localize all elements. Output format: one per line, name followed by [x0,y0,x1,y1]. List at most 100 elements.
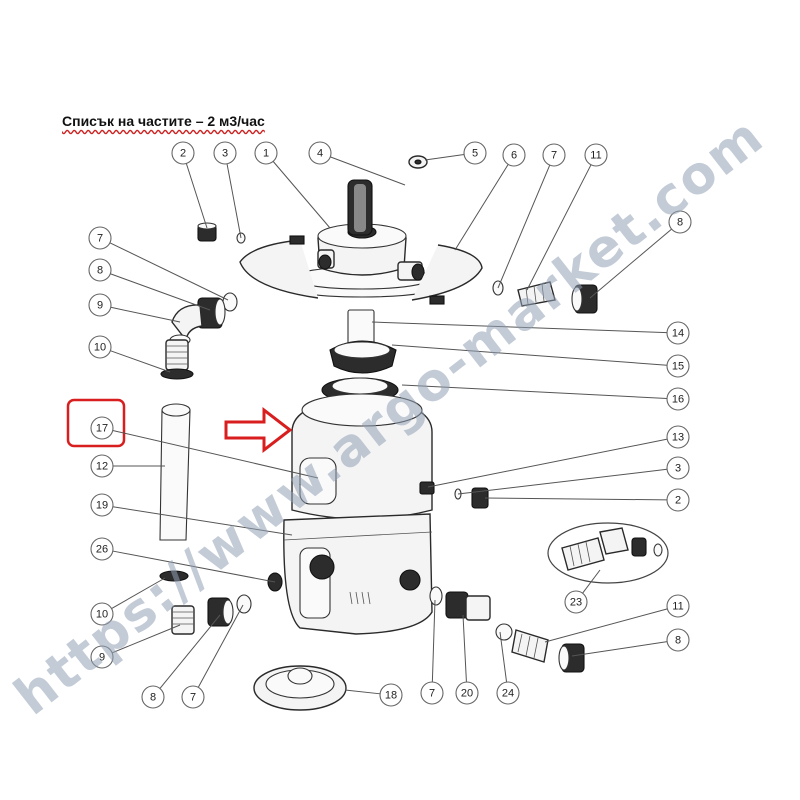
leader-line-c6 [454,164,509,251]
upper-diffuser [329,340,397,374]
callout-c7b: 7 [88,226,112,250]
callout-c3a: 3 [213,141,237,165]
leader-line-c11a [526,164,592,291]
callout-circle [308,141,332,165]
part-number: 23 [570,597,582,609]
part-number: 7 [190,692,196,704]
leader-line-c3b [457,468,668,495]
part-number: 9 [99,652,105,664]
callout-circle [666,456,690,480]
adapter-fitting [445,591,491,621]
callout-c10a: 10 [88,335,112,359]
callout-c10b: 10 [90,602,114,626]
filter-tank [291,393,433,520]
callout-circle [666,488,690,512]
callout-c8b: 8 [88,258,112,282]
leader-line-c10a [110,350,171,373]
callout-c4: 4 [308,141,332,165]
watermark-text: https://www.argo-market.com [4,106,776,727]
callout-c7d: 7 [420,681,444,705]
part-number: 18 [385,690,397,702]
callout-c12: 12 [90,454,114,478]
leader-line-c8a [589,228,672,299]
callout-c14: 14 [666,321,690,345]
callout-c15: 15 [666,354,690,378]
union-nut-lower-right [558,643,585,673]
leader-line-c7a [497,164,551,289]
part-number: 3 [675,463,681,475]
callout-circle [496,681,520,705]
callout-circle [666,321,690,345]
part-number: 4 [317,148,323,160]
callout-circle [666,628,690,652]
callout-c24: 24 [496,681,520,705]
callout-circle [171,141,195,165]
leader-line-c18 [344,689,381,695]
part-number: 17 [96,423,108,435]
callout-circle [141,685,165,709]
part-number: 10 [96,609,108,621]
union-nut-lower [207,597,234,627]
leader-line-c5 [424,154,465,161]
part-number: 15 [672,361,684,373]
leader-line-c11b [544,608,668,643]
callout-circle [666,354,690,378]
highlight-arrow [224,406,293,454]
callout-circle [181,685,205,709]
leader-line-c23 [582,569,601,594]
callout-circle [88,258,112,282]
leader-line-c10b [111,577,166,609]
callout-circle [584,143,608,167]
highlight-box-17 [66,398,126,448]
part-number: 8 [150,692,156,704]
drain-plug [419,481,435,495]
callout-c8d: 8 [141,685,165,709]
hose-tail-lower-right [511,629,549,663]
oring-lower-left [236,594,252,614]
oring-lower-right [429,586,443,606]
callout-c16: 16 [666,387,690,411]
callout-circle [88,293,112,317]
callout-circle [90,602,114,626]
callout-circle [542,143,566,167]
callout-c6: 6 [502,143,526,167]
callout-c2b: 2 [666,488,690,512]
page-title: Списък на частите – 2 м3/час [62,113,265,129]
callout-c7a: 7 [542,143,566,167]
union-nut-top-right [571,284,598,314]
callout-circle [668,210,692,234]
part-number: 6 [511,150,517,162]
nut-top-left [197,222,217,242]
leader-line-c16 [401,384,668,399]
callout-circle [90,537,114,561]
callout-circle [90,416,114,440]
part-number: 7 [97,233,103,245]
part-number: 11 [672,601,683,613]
part-number: 19 [96,500,108,512]
leader-line-c4 [330,156,406,186]
union-nut-left [197,297,226,329]
leader-line-c1 [272,161,331,229]
part-number: 7 [551,150,557,162]
callout-circle [666,425,690,449]
hose [159,403,191,541]
callout-circle [213,141,237,165]
callout-circle [90,645,114,669]
leader-line-c7d [431,599,436,683]
callout-c8a: 8 [668,210,692,234]
callout-circle [88,226,112,250]
callout-circle [88,335,112,359]
part-number: 12 [96,461,108,473]
callout-c13: 13 [666,425,690,449]
callout-circle [666,594,690,618]
leader-line-c15 [391,344,668,366]
base-plate [253,665,347,711]
leader-line-c14 [371,321,668,334]
hose-tail-top-right [517,281,556,307]
callout-c26: 26 [90,537,114,561]
callout-c3b: 3 [666,456,690,480]
leader-line-c8d [159,614,221,689]
